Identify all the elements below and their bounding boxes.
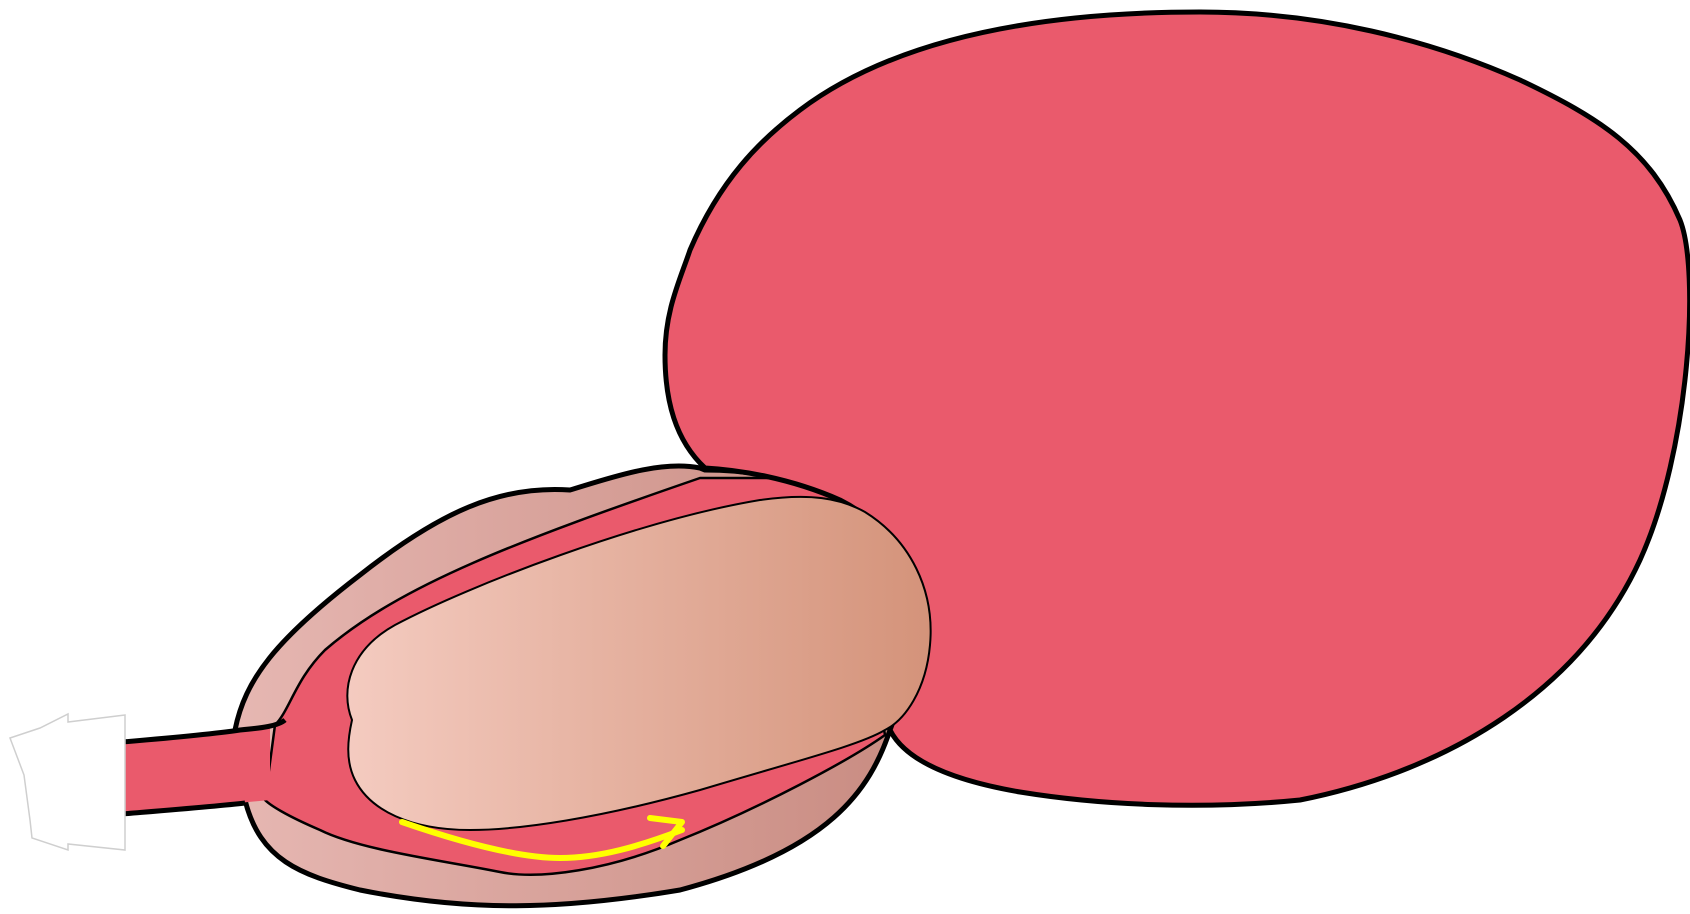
- cut-end: [10, 714, 125, 850]
